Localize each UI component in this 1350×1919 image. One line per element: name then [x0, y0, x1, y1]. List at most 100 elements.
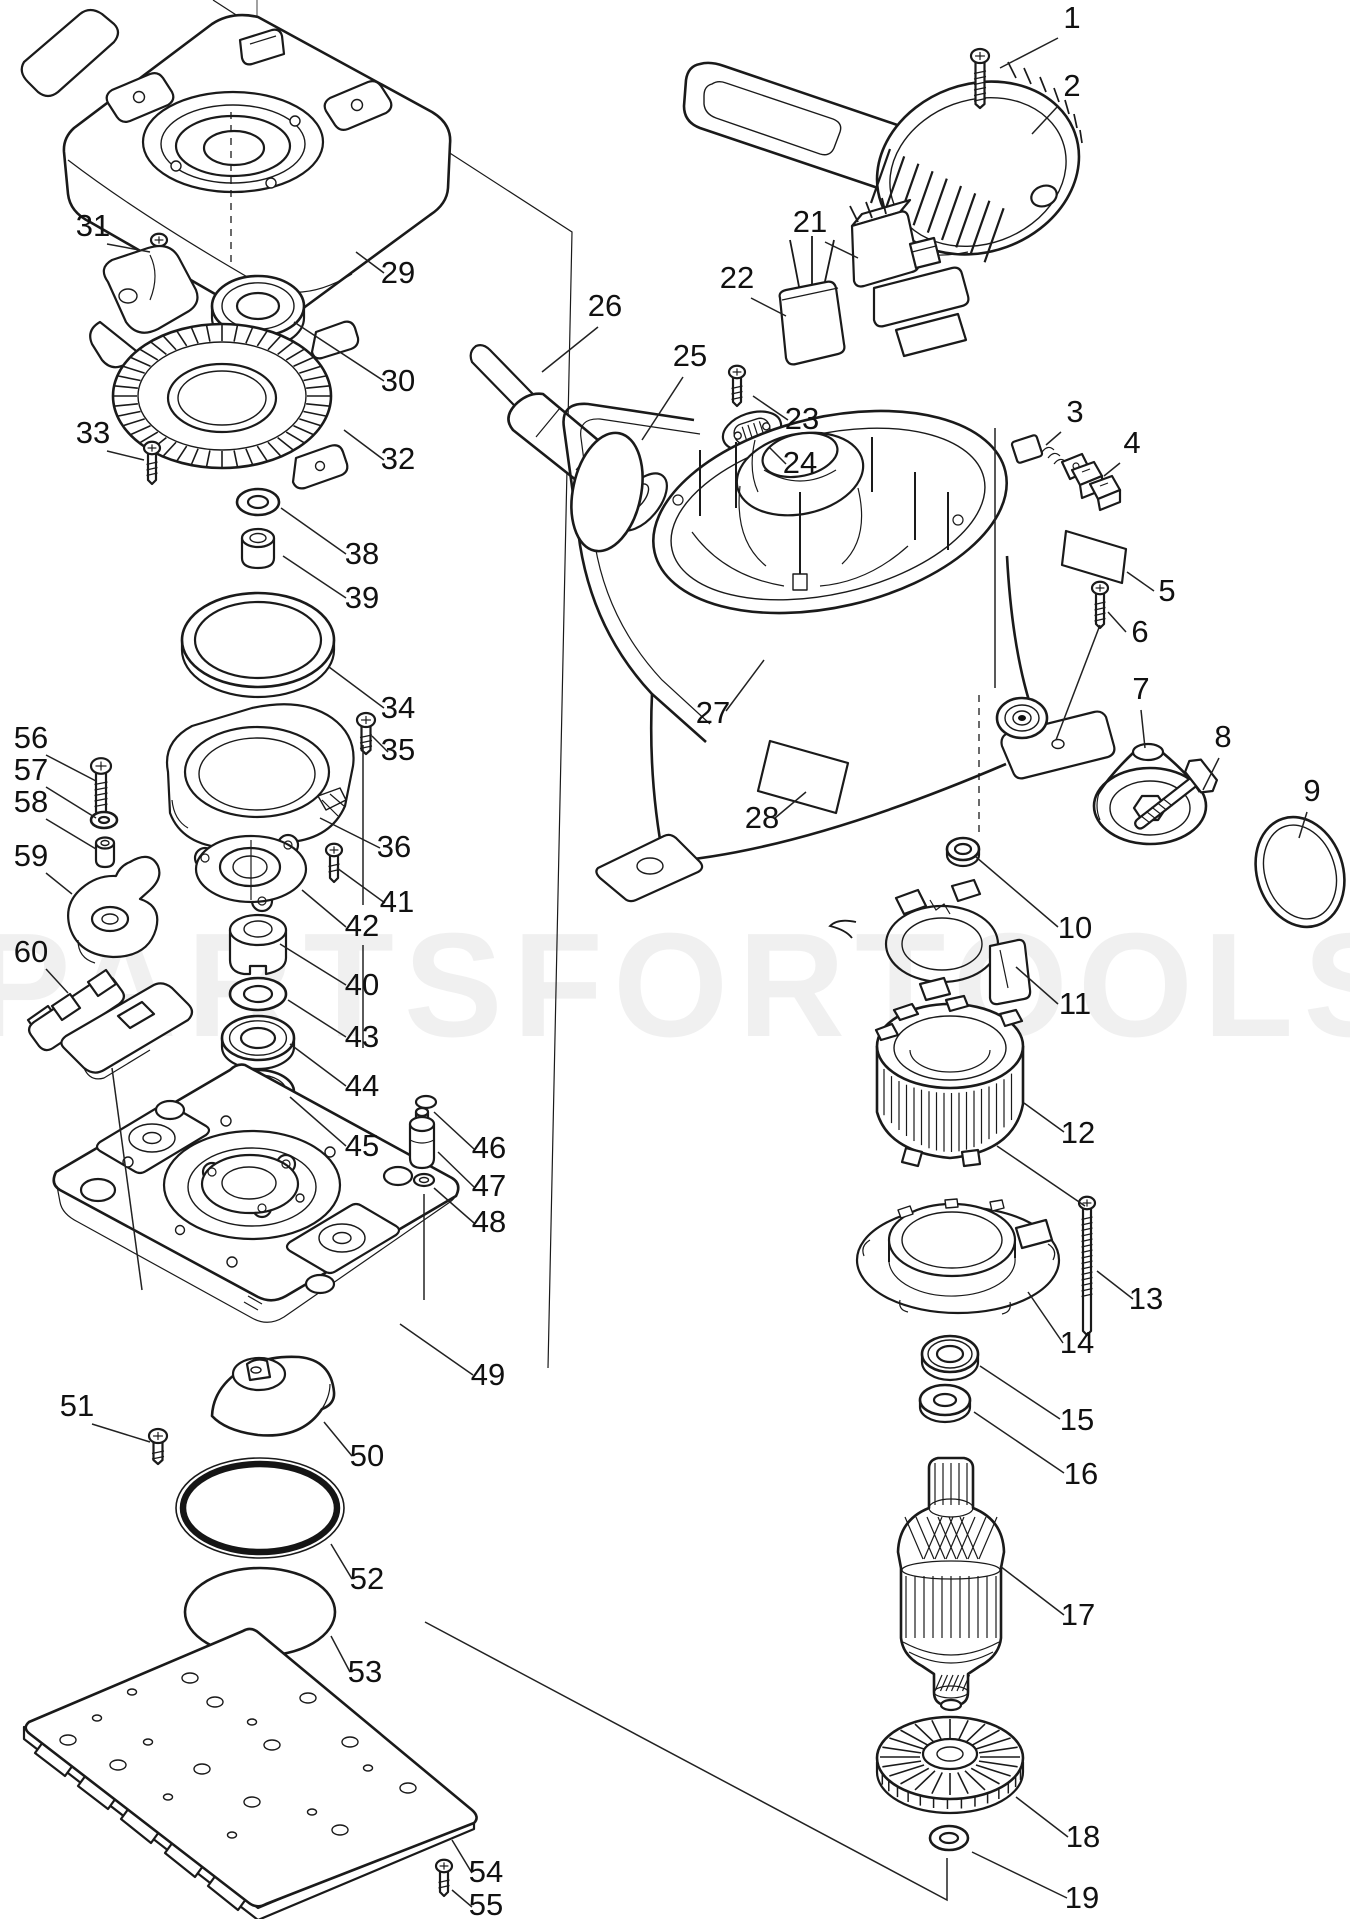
part-28-label-plate-shape [756, 739, 850, 815]
part-8-hex-bolt-shape [1134, 777, 1198, 830]
part-51-label: 51 [60, 1388, 94, 1423]
part-27-motor-housing-shape [636, 857, 664, 875]
vent-slots-shape [983, 207, 1005, 263]
part-27-motor-housing-shape [1051, 738, 1065, 750]
part-49-base-pan-shape [154, 1099, 186, 1121]
part-49-base-pan-shape [257, 1203, 267, 1213]
part-32-leader-line [343, 429, 385, 461]
part-13-screw-shape [1081, 1287, 1093, 1292]
part-32-bevel-gear-shape-shape [123, 418, 145, 427]
part-30-leader-line [293, 321, 385, 382]
part-58-spacer [94, 836, 116, 869]
part-34-label: 34 [381, 690, 415, 725]
part-49-base-pan-shape [174, 1224, 186, 1236]
part-49-base-pan-shape [142, 1131, 162, 1145]
part-11-brush-holder-unit-shape [999, 949, 1009, 989]
part-24-leader-line [769, 447, 787, 465]
part-7-bearing-box-cover-shape [1096, 789, 1101, 821]
part-18-fan-shape-shape [957, 1772, 969, 1795]
part-36-label: 36 [377, 829, 411, 864]
part-21-switch-shape [911, 245, 937, 253]
part-58-leader-line [45, 818, 97, 850]
part-32-bevel-gear-shape-shape [306, 403, 329, 407]
part-10-hex-nut [945, 836, 981, 868]
part-11-brush-holder-unit-shape [828, 919, 857, 939]
part-27-motor-housing-shape [952, 514, 964, 526]
part-12-field-stator [874, 994, 1025, 1168]
dial-ticks-shape [1064, 99, 1070, 115]
part-12-label: 12 [1061, 1115, 1095, 1150]
part-12-field-stator-shape [874, 1022, 900, 1042]
part-18-fan-shape-shape [957, 1719, 969, 1742]
part-58-spacer-shape [100, 839, 110, 847]
vent-slots-shape [969, 200, 991, 256]
part-29-gear-housing-cover-shape [67, 159, 353, 293]
part-54-base-plate-shape [362, 1764, 374, 1772]
part-25-label: 25 [673, 338, 707, 373]
part-48-o-ring [412, 1172, 436, 1188]
part-59-clamp-lever-shape [101, 913, 119, 925]
part-32-bevel-gear-shape-shape [118, 410, 141, 417]
part-35-screw-shape [359, 745, 373, 750]
part-13-label: 13 [1129, 1281, 1163, 1316]
part-1-screw-shape [973, 81, 987, 86]
part-4-leader-line [1103, 462, 1121, 477]
part-23-screw-shape [731, 390, 743, 395]
part-10-leader-line [975, 856, 1059, 928]
part-29-gear-housing-cover-shape [238, 28, 286, 66]
part-18-leader-line [1015, 1796, 1069, 1838]
part-23-leader-line [752, 395, 789, 421]
part-32-bevel-gear-shape-shape [256, 445, 268, 462]
part-27-motor-housing-shape [761, 431, 839, 479]
part-33-label: 33 [76, 415, 110, 450]
part-11-leader-line [1015, 966, 1059, 1005]
part-54-base-plate-shape [142, 1738, 154, 1746]
part-17-armature-shape [901, 1560, 1001, 1580]
part-32-bevel-gear-shape-shape [176, 445, 188, 462]
part-23-label: 23 [785, 401, 819, 436]
part-34-ring-shape [193, 600, 323, 680]
part-27-motor-housing [562, 402, 1116, 903]
part-49-base-pan-shape [79, 1177, 117, 1203]
part-4-brush-holder [1070, 460, 1122, 512]
part-41-label: 41 [380, 884, 414, 919]
vent-slots [869, 148, 1005, 263]
part-32-bevel-gear-shape-shape [285, 431, 305, 444]
part-11-label: 11 [1059, 986, 1091, 1021]
part-54-base-plate-shape [306, 1808, 318, 1816]
part-54-base-plate-shape [226, 1831, 238, 1839]
part-14-baffle-plate-shape [1014, 1218, 1054, 1250]
part-32-bevel-gear-shape-shape [130, 356, 151, 367]
part-36-retainer-plate-shape [321, 793, 345, 817]
part-26-label: 26 [588, 288, 622, 323]
part-18-fan-shape-shape [914, 1723, 936, 1744]
part-51-leader-line [91, 1423, 151, 1443]
part-13-screw-shape [1081, 1221, 1093, 1226]
part-29-gear-housing-cover-shape [160, 104, 306, 184]
part-13-screw-shape [1081, 1254, 1093, 1259]
part-27-motor-housing-shape [580, 418, 711, 725]
part-54-base-plate-shape [91, 1714, 103, 1722]
part-1-screw-shape [973, 70, 987, 75]
part-33-leader-line [106, 450, 145, 461]
part-21-label: 21 [793, 204, 827, 239]
part-18-fan-shape-shape [914, 1770, 936, 1791]
part-29-gear-housing-cover-shape [20, 8, 120, 98]
part-18-fan-shape-shape [900, 1729, 930, 1747]
part-32-bevel-gear-shape-shape [267, 335, 281, 351]
part-1-screw-shape [973, 75, 987, 80]
armature-details-shape [948, 1516, 968, 1560]
part-35-screw-shape [359, 739, 373, 744]
part-6-leader-line [1055, 624, 1101, 741]
part-14-baffle-plate-shape [944, 1198, 959, 1209]
part-43-label: 43 [345, 1019, 379, 1054]
part-18-fan-shape [936, 1746, 964, 1762]
part-13-screw-shape [1081, 1265, 1093, 1270]
part-32-bevel-gear-shape-shape [293, 425, 314, 436]
part-14-baffle-plate-shape [862, 1239, 1056, 1315]
part-56-screw-shape [94, 792, 108, 797]
part-54-base-plate-shape [109, 1759, 127, 1771]
part-32-bevel-gear-shape-shape [190, 448, 199, 465]
part-59-label: 59 [14, 838, 48, 873]
part-32-bevel-gear-shape-shape [115, 385, 138, 389]
